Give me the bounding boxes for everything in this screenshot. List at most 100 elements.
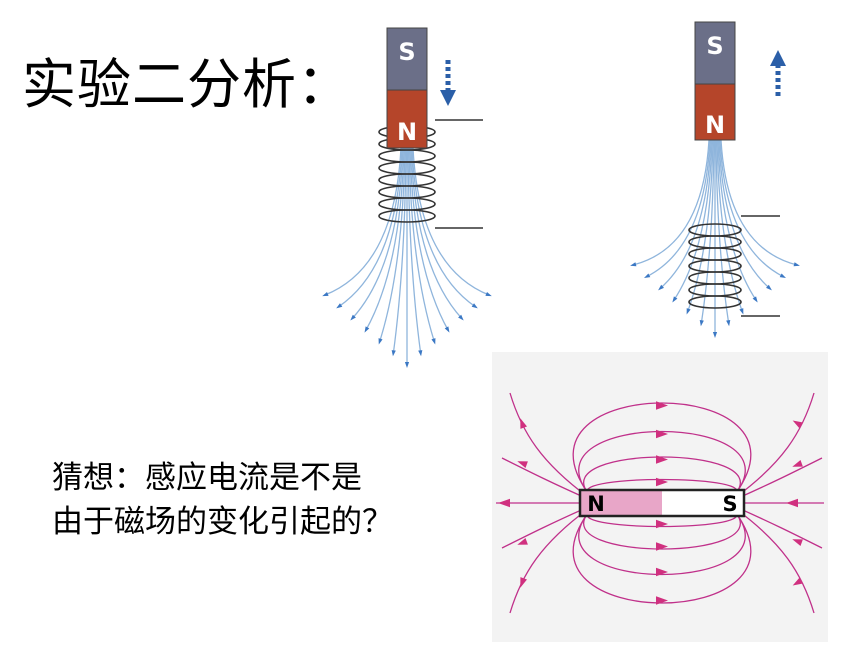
field-line bbox=[411, 147, 476, 308]
field-line bbox=[715, 139, 730, 324]
field-arrowhead bbox=[391, 350, 396, 357]
field-arrowhead bbox=[656, 519, 668, 529]
bar-magnet-s-half bbox=[662, 490, 744, 516]
field-lines-left bbox=[324, 147, 490, 365]
field-line bbox=[700, 139, 715, 324]
field-arrowhead bbox=[520, 577, 527, 588]
question-line-1: 猜想：感应电流是不是 bbox=[52, 460, 362, 496]
field-arrowhead bbox=[712, 332, 718, 338]
magnet-s-label-left: S bbox=[398, 38, 415, 66]
field-line bbox=[572, 402, 752, 494]
field-line bbox=[501, 506, 589, 549]
field-arrowhead bbox=[444, 326, 450, 333]
arrow-up-icon bbox=[770, 50, 786, 96]
bar-magnet-n-half bbox=[580, 490, 662, 516]
magnet-n-pole-left bbox=[386, 89, 428, 149]
field-arrowhead bbox=[431, 338, 436, 345]
field-arrowhead bbox=[517, 461, 528, 468]
bar-magnet-s-label: S bbox=[722, 492, 737, 516]
field-lines-magenta bbox=[496, 392, 824, 614]
field-arrowhead bbox=[792, 539, 803, 546]
field-line bbox=[408, 147, 435, 342]
field-arrowhead bbox=[766, 284, 772, 291]
field-arrowhead bbox=[322, 291, 329, 297]
magnet-n-pole-right bbox=[694, 83, 736, 141]
field-arrowhead bbox=[658, 284, 664, 291]
field-arrowhead bbox=[686, 308, 691, 315]
field-lines-right bbox=[632, 139, 798, 335]
field-line bbox=[735, 457, 823, 500]
field-line bbox=[659, 139, 712, 289]
bar-magnet-n-label: N bbox=[587, 492, 605, 516]
field-line bbox=[338, 147, 403, 308]
field-arrowhead bbox=[672, 296, 678, 303]
field-line bbox=[718, 139, 771, 289]
field-line bbox=[409, 147, 449, 331]
field-arrowhead bbox=[656, 477, 668, 487]
field-arrowhead bbox=[404, 362, 410, 368]
field-arrowhead bbox=[336, 303, 343, 309]
field-line bbox=[578, 430, 746, 494]
field-line bbox=[717, 139, 757, 301]
field-arrowhead bbox=[699, 320, 704, 327]
field-arrowhead bbox=[792, 420, 804, 429]
arrow-down-icon bbox=[440, 60, 456, 106]
figure-magnet-into-coil: S N bbox=[322, 27, 492, 368]
field-arrowhead bbox=[786, 498, 798, 508]
field-arrowhead bbox=[656, 542, 668, 551]
field-line bbox=[735, 392, 815, 498]
field-arrowheads-right bbox=[630, 262, 800, 338]
field-arrowhead bbox=[643, 273, 651, 279]
field-arrowhead bbox=[793, 262, 800, 267]
field-line bbox=[632, 139, 710, 266]
field-line bbox=[735, 506, 823, 549]
field-line bbox=[501, 457, 589, 500]
field-arrowhead bbox=[471, 303, 478, 309]
magnet-n-label-right: N bbox=[705, 111, 725, 139]
field-arrowhead bbox=[378, 338, 383, 345]
field-arrowhead bbox=[739, 308, 744, 315]
field-line bbox=[379, 147, 406, 342]
field-arrowhead bbox=[418, 350, 423, 357]
field-arrowhead bbox=[485, 291, 492, 297]
coil-right bbox=[688, 215, 780, 317]
field-arrowhead bbox=[656, 567, 668, 577]
field-line bbox=[583, 512, 741, 550]
figure-bar-magnet-field: N S bbox=[492, 352, 828, 642]
field-arrowhead bbox=[792, 460, 803, 467]
field-line bbox=[586, 512, 738, 528]
field-line bbox=[673, 139, 713, 301]
field-arrowhead bbox=[458, 314, 464, 321]
field-arrowhead bbox=[656, 596, 668, 605]
field-arrowhead bbox=[656, 455, 668, 464]
field-arrowhead bbox=[630, 262, 637, 267]
field-line bbox=[720, 139, 798, 266]
field-line bbox=[735, 508, 815, 614]
magnet-s-pole-right bbox=[694, 21, 736, 85]
field-arrowheads-left bbox=[322, 291, 492, 368]
field-line bbox=[351, 147, 404, 319]
field-arrowhead bbox=[726, 320, 731, 327]
field-arrowhead bbox=[792, 577, 804, 586]
field-arrowhead bbox=[656, 429, 668, 439]
field-line bbox=[572, 512, 752, 604]
field-line bbox=[583, 456, 741, 494]
field-line bbox=[365, 147, 405, 331]
field-line bbox=[392, 147, 407, 354]
question-line-2: 由于磁场的变化引起的？ bbox=[52, 504, 393, 540]
field-line bbox=[586, 478, 738, 494]
bar-magnet-outline bbox=[578, 488, 746, 518]
field-arrowhead bbox=[350, 314, 356, 321]
field-line bbox=[509, 392, 589, 498]
field-arrowhead bbox=[517, 538, 528, 545]
field-line bbox=[578, 512, 746, 576]
field-arrowhead bbox=[520, 418, 527, 429]
field-arrowhead bbox=[498, 498, 510, 508]
field-arrowhead bbox=[752, 296, 758, 303]
field-line bbox=[407, 147, 422, 354]
magnet-n-label-left: N bbox=[397, 118, 417, 146]
magnet-s-label-right: S bbox=[706, 32, 723, 60]
field-arrowhead bbox=[779, 273, 787, 279]
field-arrowhead bbox=[364, 326, 370, 333]
field-arrowheads-magenta bbox=[498, 401, 804, 605]
